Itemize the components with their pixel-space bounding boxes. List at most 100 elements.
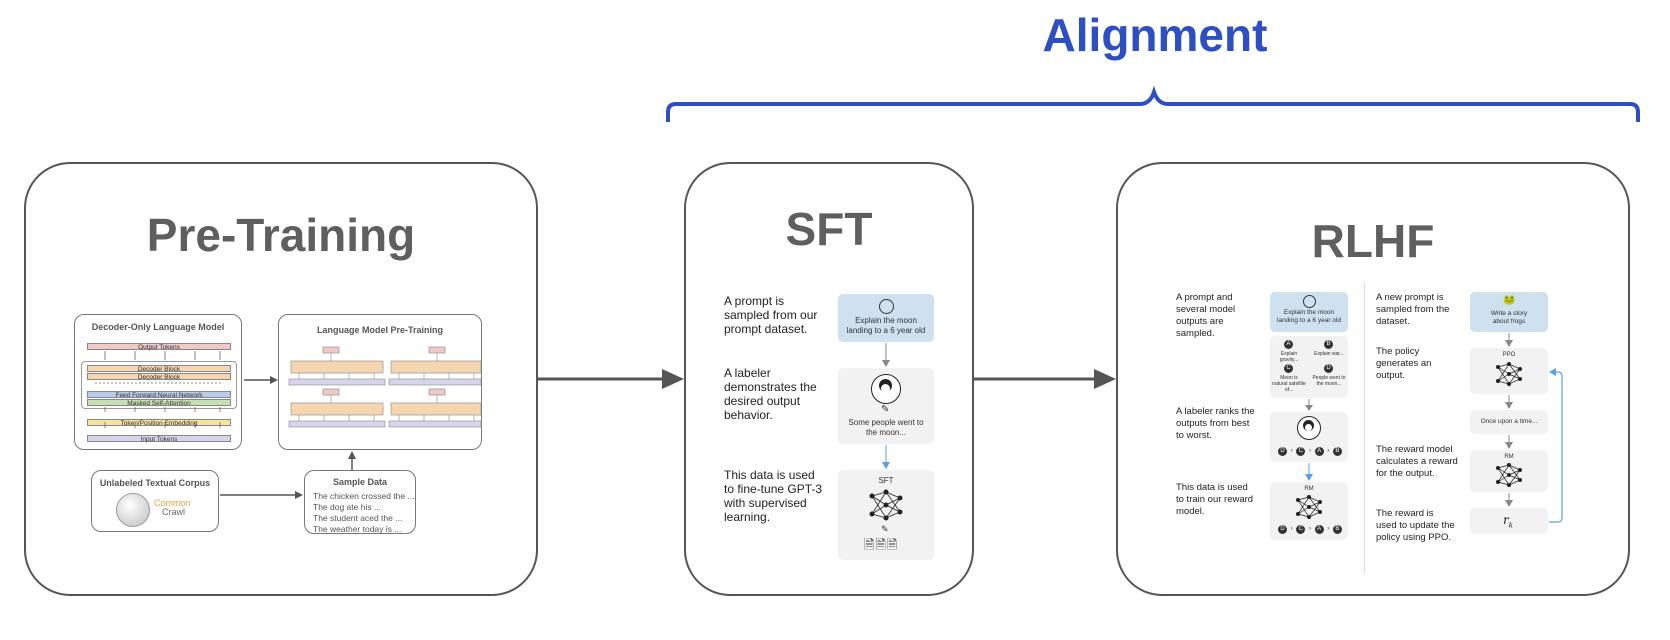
rlhf-left-prompt-card: Explain the moon landing to a 6 year old (1270, 292, 1348, 332)
rank-badge: A (1314, 524, 1324, 534)
rank-badge: D (1278, 524, 1287, 534)
rlhf-right-prompt-card: 🐸 Write a story about frogs (1470, 292, 1548, 332)
rank-badge: D (1278, 446, 1287, 456)
rank-badge: C (1296, 446, 1306, 456)
rlhf-reward-card: rk (1470, 508, 1548, 534)
rlhf-right-arrow-1 (1505, 333, 1513, 347)
decoder-model-title: Decoder-Only Language Model (91, 322, 225, 332)
pretraining-panel: Pre-Training Decoder-Only Language Model… (24, 162, 538, 596)
sft-arrow-2 (882, 445, 890, 469)
rank-arrow: › (1290, 526, 1293, 532)
sft-step-3-text: This data is used to fine-tune GPT-3 wit… (724, 468, 823, 524)
rlhf-rm-card: RM D › C › A › B (1270, 482, 1348, 540)
sft-arrow-1 (882, 343, 890, 367)
option-a-text: Explain gravity... (1279, 351, 1299, 363)
rlhf-output-card: Once upon a time... (1470, 410, 1548, 434)
rank-arrow: › (1290, 448, 1293, 454)
option-c-text: Moon is natural satellite of... (1272, 375, 1306, 393)
sft-panel: SFT A prompt is sampled from our prompt … (684, 162, 974, 596)
alignment-title: Alignment (1042, 9, 1268, 61)
rlhf-right-arrow-2 (1505, 395, 1513, 409)
feed-forward-strip: Feed Forward Neural Network (87, 391, 231, 399)
rlhf-left-step-1-text: A prompt and several model outputs are s… (1176, 292, 1236, 339)
rank-badge: C (1296, 524, 1306, 534)
moon-icon (879, 299, 894, 314)
corpus-box: Unlabeled Textual Corpus Common Crawl (91, 470, 219, 532)
sft-step-2-text: A labeler demonstrates the desired outpu… (724, 366, 817, 422)
rlhf-ppo-label: PPO (1502, 352, 1516, 358)
sft-prompt-text: Explain the moon landing to a 6 year old (846, 316, 926, 335)
sample-line: The student aced the ... (313, 513, 403, 523)
rlhf-left-prompt-text: Explain the moon landing to a 6 year old (1277, 309, 1341, 324)
sample-line: The weather today is ... (313, 524, 402, 534)
lm-pretraining-box: Language Model Pre-Training (278, 314, 482, 450)
reward-k: k (1508, 521, 1513, 530)
rlhf-ranking-card: D › C › A › B (1270, 412, 1348, 462)
alignment-brace (666, 85, 1640, 122)
rank-badge: A (1314, 446, 1324, 456)
lm-pretraining-title: Language Model Pre-Training (316, 325, 443, 335)
arrow-corpus-to-sample (220, 491, 303, 499)
moon-icon (1303, 295, 1316, 308)
ranking-row: D › C › A › B (1278, 446, 1342, 456)
rlhf-ppo-card: PPO (1470, 348, 1548, 394)
wikipedia-icon (116, 493, 150, 527)
sft-title: SFT (785, 203, 873, 255)
rank-arrow: › (1308, 526, 1311, 532)
rlhf-left-step-3-text: This data is used to train our reward mo… (1176, 482, 1254, 517)
option-d-text: People went to the moon... (1312, 375, 1346, 387)
rlhf-rm-label: RM (1304, 486, 1314, 492)
option-a-badge: A (1284, 340, 1293, 349)
rlhf-right-arrow-4 (1505, 493, 1513, 507)
documents-icon: 🗎🗎🗎 (864, 537, 899, 552)
rank-arrow: › (1327, 526, 1330, 532)
rlhf-right-step-3-text: The reward model calculates a reward for… (1376, 444, 1458, 479)
option-c-badge: C (1284, 364, 1293, 373)
rlhf-title: RLHF (1311, 215, 1435, 267)
sample-data-title: Sample Data (332, 477, 388, 487)
sft-model-card: SFT ✎ 🗎🗎🗎 (838, 470, 934, 560)
input-tokens-strip: Input Tokens (87, 435, 231, 443)
embedding-strip: Token/Position Embedding (87, 419, 231, 427)
network-icon (1296, 495, 1322, 519)
network-icon (869, 489, 903, 521)
rank-arrow: › (1308, 448, 1311, 454)
option-b-text: Explain war... (1314, 351, 1344, 357)
rank-badge: B (1332, 524, 1342, 534)
sft-prompt-card: Explain the moon landing to a 6 year old (838, 294, 934, 342)
arrow-decoder-to-lm (244, 376, 278, 384)
pencil-icon: ✎ (881, 524, 889, 534)
rlhf-panel: RLHF A prompt and several model outputs … (1116, 162, 1630, 596)
sample-lines: The chicken crossed the ... The dog ate … (313, 491, 415, 535)
decoder-block-strip-1: Decoder Block (87, 365, 231, 373)
labeler-avatar-icon (871, 374, 901, 404)
rlhf-right-rm-card: RM (1470, 450, 1548, 492)
rlhf-left-arrow-2 (1305, 463, 1313, 481)
ranking-row: D › C › A › B (1278, 524, 1342, 534)
labeler-avatar-icon (1297, 416, 1321, 440)
pencil-icon: ✎ (881, 404, 890, 415)
output-tokens-strip: Output Tokens (87, 343, 231, 351)
decoder-block-strip-2: Decoder Block (87, 373, 231, 381)
sample-data-box: Sample Data The chicken crossed the ... … (304, 470, 416, 534)
rlhf-left-arrow-1 (1305, 399, 1313, 411)
arrow-head-pretraining-to-sft (662, 369, 684, 389)
frog-icon: 🐸 (1503, 295, 1516, 306)
rlhf-right-prompt-text: Write a story about frogs (1490, 310, 1528, 325)
decoder-arrows (95, 351, 223, 428)
option-d-badge: D (1324, 364, 1333, 373)
pretraining-title: Pre-Training (146, 209, 416, 261)
network-icon (1496, 362, 1522, 386)
rlhf-right-rm-label: RM (1504, 454, 1514, 460)
network-icon (1496, 463, 1522, 487)
ppo-feedback-arrow (1549, 368, 1563, 523)
rank-badge: B (1332, 446, 1342, 456)
rlhf-output-text: Once upon a time... (1480, 418, 1538, 425)
logo-crawl-text: Crawl (162, 507, 186, 517)
logo-common-text: Common (154, 498, 191, 508)
rlhf-right-arrow-3 (1505, 435, 1513, 449)
corpus-title: Unlabeled Textual Corpus (99, 478, 211, 488)
sft-labeler-card: ✎ Some people went to the moon... (838, 368, 934, 444)
option-b-badge: B (1324, 340, 1333, 349)
